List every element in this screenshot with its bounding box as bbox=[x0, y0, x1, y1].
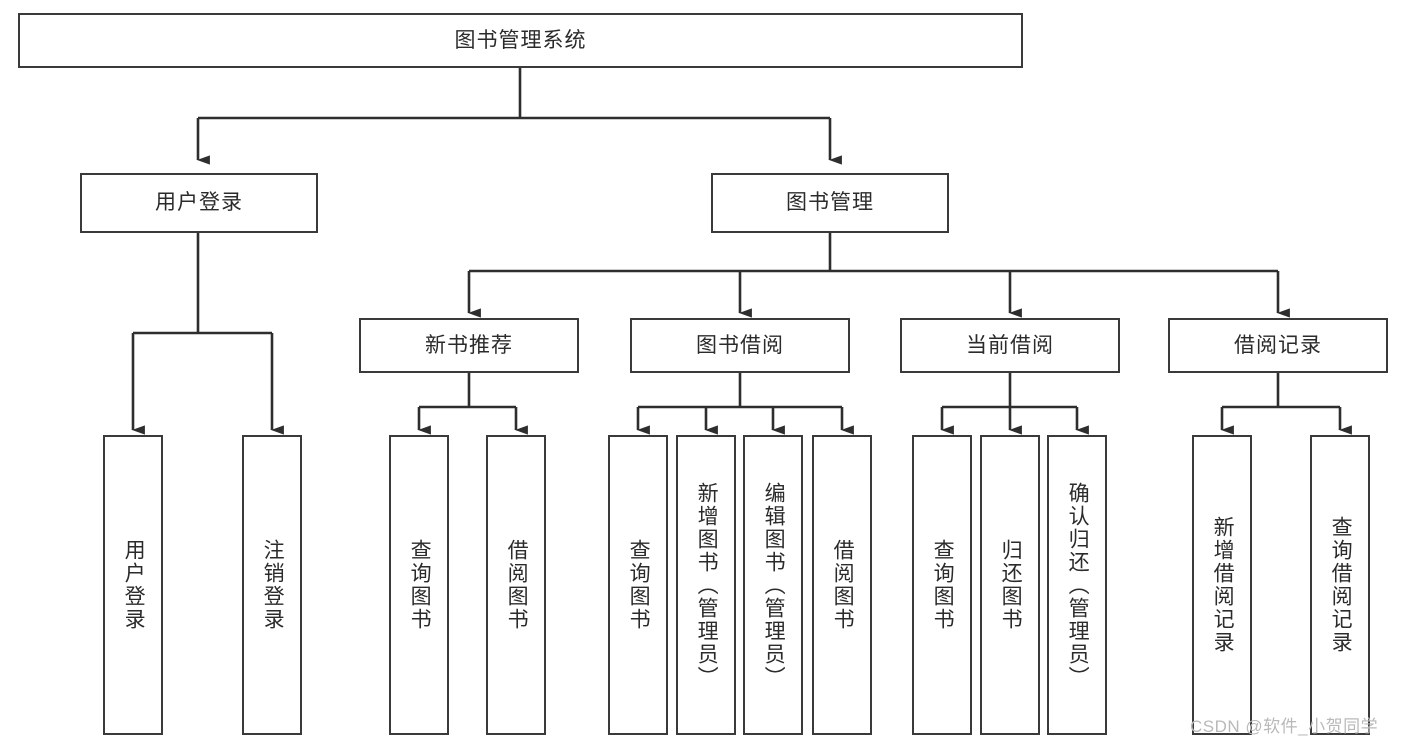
node-current-borrow[interactable]: 当前借阅 bbox=[900, 318, 1120, 373]
node-label: 归还图书 bbox=[999, 539, 1023, 631]
node-new-book-recommend[interactable]: 新书推荐 bbox=[359, 318, 579, 373]
node-label: 新增图书（管理员） bbox=[695, 481, 719, 689]
leaf-borrow-record-query-record[interactable]: 查询借阅记录 bbox=[1310, 435, 1370, 735]
leaf-current-borrow-query-book[interactable]: 查询图书 bbox=[912, 435, 972, 735]
node-book-management[interactable]: 图书管理 bbox=[711, 173, 949, 233]
node-label: 当前借阅 bbox=[966, 333, 1054, 357]
node-label: 用户登录 bbox=[155, 191, 243, 215]
node-label: 编辑图书（管理员） bbox=[762, 481, 786, 689]
node-label: 查询图书 bbox=[931, 539, 955, 631]
node-label: 图书借阅 bbox=[696, 333, 784, 357]
leaf-current-borrow-confirm-return-admin[interactable]: 确认归还（管理员） bbox=[1047, 435, 1107, 735]
leaf-borrow-record-add-record[interactable]: 新增借阅记录 bbox=[1192, 435, 1252, 735]
node-label: 借阅记录 bbox=[1234, 333, 1322, 357]
leaf-user-login-logout[interactable]: 注销登录 bbox=[242, 435, 302, 735]
node-label: 新增借阅记录 bbox=[1211, 516, 1235, 654]
leaf-user-login-login[interactable]: 用户登录 bbox=[103, 435, 163, 735]
leaf-book-borrow-edit-book-admin[interactable]: 编辑图书（管理员） bbox=[743, 435, 803, 735]
node-label: 注销登录 bbox=[261, 539, 285, 631]
node-label: 确认归还（管理员） bbox=[1066, 481, 1090, 689]
node-label: 新书推荐 bbox=[425, 333, 513, 357]
leaf-new-book-query-book[interactable]: 查询图书 bbox=[389, 435, 449, 735]
leaf-book-borrow-add-book-admin[interactable]: 新增图书（管理员） bbox=[676, 435, 736, 735]
node-label: 图书管理 bbox=[786, 191, 874, 215]
node-label: 查询图书 bbox=[408, 539, 432, 631]
leaf-book-borrow-query-book[interactable]: 查询图书 bbox=[608, 435, 668, 735]
node-root-book-management-system[interactable]: 图书管理系统 bbox=[18, 13, 1023, 68]
node-user-login[interactable]: 用户登录 bbox=[80, 173, 318, 233]
node-label: 用户登录 bbox=[122, 539, 146, 631]
node-label: 借阅图书 bbox=[831, 539, 855, 631]
watermark-text: CSDN @软件_小贺同学 bbox=[1190, 717, 1379, 736]
leaf-book-borrow-borrow-book[interactable]: 借阅图书 bbox=[812, 435, 872, 735]
node-borrow-record[interactable]: 借阅记录 bbox=[1168, 318, 1388, 373]
node-label: 查询借阅记录 bbox=[1329, 516, 1353, 654]
node-book-borrow[interactable]: 图书借阅 bbox=[630, 318, 850, 373]
leaf-current-borrow-return-book[interactable]: 归还图书 bbox=[980, 435, 1040, 735]
node-label: 借阅图书 bbox=[505, 539, 529, 631]
leaf-new-book-borrow-book[interactable]: 借阅图书 bbox=[486, 435, 546, 735]
node-label: 图书管理系统 bbox=[454, 28, 587, 52]
node-label: 查询图书 bbox=[627, 539, 651, 631]
